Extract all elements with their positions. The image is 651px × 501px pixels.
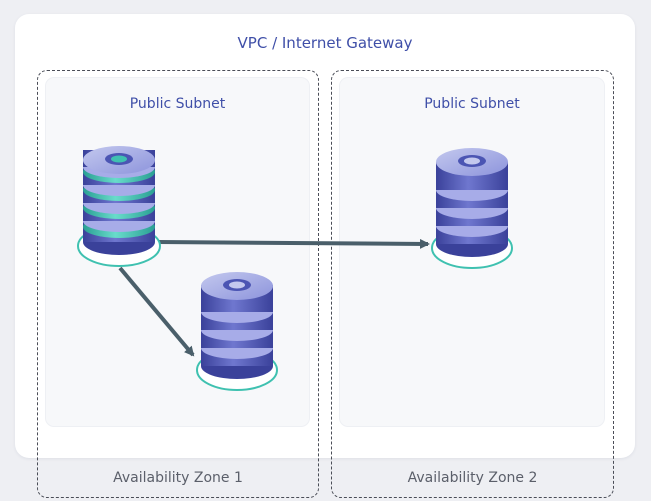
database-icon-standby	[431, 148, 513, 269]
arrow-primary-to-standby	[157, 238, 430, 249]
subnet-title-2: Public Subnet	[424, 96, 520, 112]
availability-zone-2	[331, 70, 614, 498]
az-label-1: Availability Zone 1	[113, 470, 243, 486]
database-icon-primary	[77, 146, 161, 267]
subnet-title-1: Public Subnet	[129, 96, 226, 112]
vpc-title: VPC / Internet Gateway	[237, 34, 413, 52]
database-icon-replica	[196, 272, 278, 391]
az-label-2: Availability Zone 2	[407, 470, 538, 486]
availability-zone-1	[37, 70, 319, 498]
arrow-primary-to-replica	[118, 266, 195, 357]
